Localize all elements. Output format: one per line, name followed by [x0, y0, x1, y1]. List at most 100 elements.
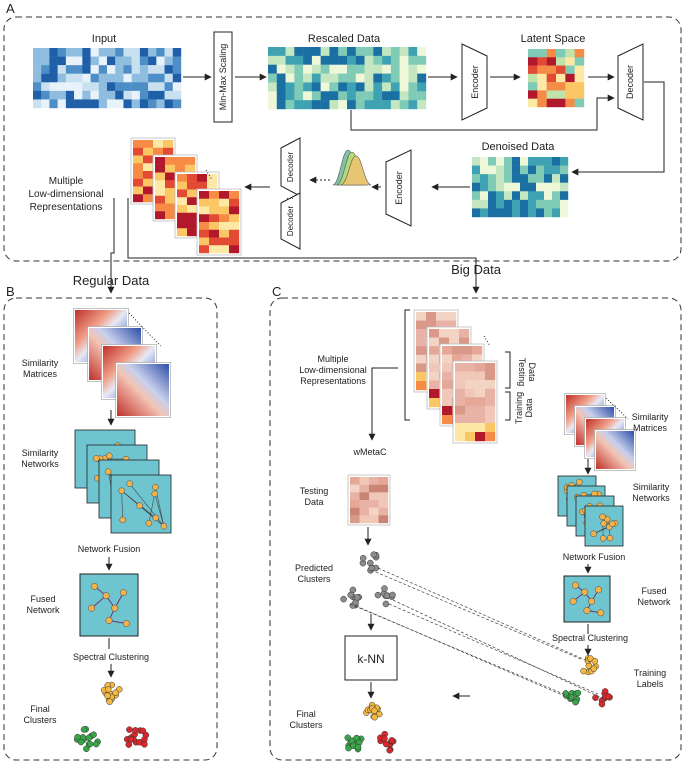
- input-cell: [65, 65, 75, 74]
- rescaled-cell: [329, 91, 339, 101]
- stack-c-cell: [475, 432, 486, 442]
- denoised-cell: [560, 165, 569, 175]
- c-testing-cell: [378, 500, 389, 508]
- b-network-node: [93, 455, 100, 462]
- input-cell: [139, 48, 149, 57]
- c-testing-cell: [350, 492, 360, 501]
- latent-cell: [556, 65, 566, 75]
- input-cell: [33, 82, 42, 92]
- input-cell: [90, 82, 99, 92]
- c-fused-node: [595, 586, 602, 594]
- input-cell: [164, 82, 173, 92]
- denoised-cell: [472, 174, 481, 183]
- c-testing-cell: [350, 515, 360, 524]
- denoised-cell: [512, 182, 521, 192]
- b-fused-node: [102, 592, 110, 600]
- b-cluster-green-point: [90, 731, 97, 738]
- c-bracket-testing: [505, 351, 511, 389]
- denoised-cell: [480, 199, 489, 209]
- rescaled-cell: [329, 73, 339, 83]
- input-cell: [65, 90, 75, 100]
- rescaled-cell: [338, 64, 348, 74]
- denoised-cell: [528, 157, 537, 166]
- denoised-cell: [520, 174, 529, 183]
- stack-a-cell: [199, 237, 210, 246]
- stack-a-cell: [163, 140, 174, 148]
- panel-a-letter: A: [6, 1, 15, 16]
- latent-cell: [574, 90, 585, 99]
- rescaled-cell: [294, 91, 304, 101]
- stack-a-cell: [185, 164, 196, 173]
- denoised-cell: [488, 199, 497, 209]
- input-cell: [164, 56, 173, 66]
- stack-c-cell: [446, 312, 457, 321]
- stack-a-cell: [177, 197, 188, 206]
- arrow-c-wmetac: [368, 367, 398, 441]
- denoised-cell: [536, 199, 545, 209]
- stack-a-cell: [143, 147, 154, 156]
- rescaled-cell: [382, 82, 392, 92]
- c-fused-node: [572, 581, 579, 589]
- b-network-node: [145, 520, 153, 527]
- stack-c-cell: [465, 423, 476, 433]
- c-predicted-gray-point: [374, 591, 382, 599]
- b-network-node: [160, 522, 168, 530]
- denoised-cell: [512, 174, 521, 183]
- denoised-cell: [512, 199, 521, 209]
- denoised-cell: [552, 174, 561, 183]
- rescaled-cell: [276, 91, 286, 101]
- rescaled-cell: [382, 64, 392, 74]
- stack-c-cell: [442, 388, 453, 398]
- b-final-1: Final: [30, 704, 50, 714]
- denoised-cell: [528, 165, 537, 175]
- rescaled-cell: [364, 82, 374, 92]
- c-testing-cell: [359, 484, 370, 493]
- rescaled-cell: [390, 100, 400, 110]
- c-testing-cell: [350, 507, 360, 516]
- b-sim-matrices-1: Similarity: [22, 358, 59, 368]
- stack-a-cell: [177, 228, 188, 237]
- c-correspondence-lines: [349, 567, 607, 701]
- input-cell: [41, 99, 50, 109]
- stack-c-cell: [416, 337, 427, 347]
- c-correspondence-line: [377, 567, 591, 663]
- rescaled-cell: [329, 100, 339, 110]
- c-correspondence-line: [370, 569, 584, 661]
- stack-c-cell: [429, 329, 440, 338]
- rescaled-cell: [417, 91, 427, 101]
- rescaled-cell: [347, 47, 356, 57]
- input-cell: [33, 65, 42, 74]
- c-label-orange-point: [590, 665, 598, 672]
- c-testing-cell: [378, 492, 389, 501]
- rescaled-cell: [382, 91, 392, 101]
- rescaled-cell: [276, 82, 286, 92]
- c-testing-cell: [350, 484, 360, 493]
- rescaled-cell: [311, 100, 321, 110]
- c-network-node: [590, 530, 597, 538]
- latent-cell: [537, 65, 547, 75]
- denoised-cell: [528, 208, 537, 218]
- input-cell: [98, 56, 108, 66]
- b-sim-networks-1: Similarity: [22, 448, 59, 458]
- big-data-label: Big Data: [451, 262, 502, 277]
- denoised-cell: [528, 182, 537, 192]
- c-correspondence-line: [392, 599, 607, 701]
- input-cell: [98, 90, 108, 100]
- c-testing-cell: [369, 492, 379, 501]
- rescaled-cell: [399, 82, 409, 92]
- c-sim-matrix-dots: [605, 397, 629, 420]
- c-fused-node: [569, 597, 577, 605]
- rescaled-cell: [408, 55, 418, 65]
- rescaled-cell: [355, 64, 365, 74]
- stack-c-cell: [465, 397, 476, 407]
- rescaled-cell: [364, 100, 374, 110]
- rescaled-cell: [303, 82, 313, 92]
- rescaled-cell: [347, 55, 356, 65]
- latent-heatmap: [528, 49, 585, 108]
- input-cell: [57, 82, 67, 92]
- c-training-labels-1: Training: [634, 668, 666, 678]
- rescaled-cell: [355, 82, 365, 92]
- stack-c-cell: [416, 312, 427, 321]
- stack-c-cell: [416, 346, 427, 356]
- c-network-fusion: Network Fusion: [563, 552, 626, 562]
